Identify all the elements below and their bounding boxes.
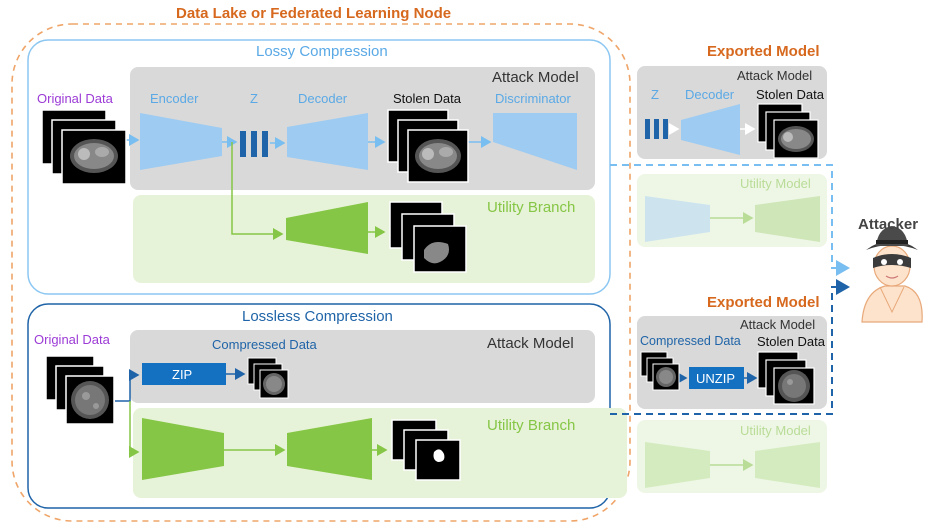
attacker-icon [861,226,923,323]
zip-box [142,363,226,385]
node-title: Data Lake or Federated Learning Node [176,5,452,22]
lossy-encoder-label: Encoder [150,91,199,106]
lossy-original-data-label: Original Data [37,91,113,106]
export-top-title: Exported Model [707,43,820,60]
lossy-utility-decoder-shape [286,202,368,254]
export-top-stolen-images [757,103,819,159]
lossless-original-data-images [45,355,115,425]
unzip-label: UNZIP [696,371,735,386]
export-top-z-label: Z [651,87,659,102]
export-bottom-stolen-images [757,351,815,405]
lossy-discriminator-shape [493,113,577,170]
lossy-utility-branch-label: Utility Branch [487,199,576,216]
zip-label: ZIP [172,367,193,382]
lossless-export-connector [610,279,850,415]
lossy-z-label: Z [250,91,258,106]
lossless-title: Lossless Compression [242,308,393,325]
lossy-decoder-shape [287,113,368,170]
lossless-compressed-data-label: Compressed Data [212,337,317,352]
lossless-utility-branch-label: Utility Branch [487,417,576,434]
lossless-encoder-shape [142,418,224,480]
export-bottom-compressed-images [640,351,680,391]
attacker-label: Attacker [858,216,919,233]
lossy-original-data-images [41,109,127,185]
lossy-stolen-data-images [387,109,469,183]
lossy-decoder-label: Decoder [298,91,348,106]
export-top-stolen-data-label: Stolen Data [756,87,824,102]
export-bottom-compressed-data-label: Compressed Data [640,334,741,348]
export-bottom-utility-model-label: Utility Model [740,423,811,438]
unzip-box [689,367,744,389]
export-top-utility-model-label: Utility Model [740,176,811,191]
node-boundary [11,23,631,522]
lossless-utility-output-images [391,419,461,481]
lossless-compressed-data-images [247,357,289,399]
lossy-title: Lossy Compression [256,43,388,60]
export-top-attack-model-label: Attack Model [737,68,813,83]
lossless-original-data-label: Original Data [34,332,110,347]
lossy-attack-model-label: Attack Model [492,69,579,86]
export-bottom-stolen-data-label: Stolen Data [757,334,825,349]
lossy-encoder-shape [140,113,222,170]
export-bottom-title: Exported Model [707,294,820,311]
lossy-stolen-data-label: Stolen Data [393,91,461,106]
export-bottom-attack-model-label: Attack Model [740,317,816,332]
lossless-decoder-shape [287,418,372,480]
lossless-attack-box [130,330,595,403]
lossy-utility-output-images [389,201,467,273]
lossless-attack-model-label: Attack Model [487,335,574,352]
export-decoder-shape [681,104,740,155]
lossy-discriminator-label: Discriminator [495,91,571,106]
export-top-decoder-label: Decoder [685,87,735,102]
